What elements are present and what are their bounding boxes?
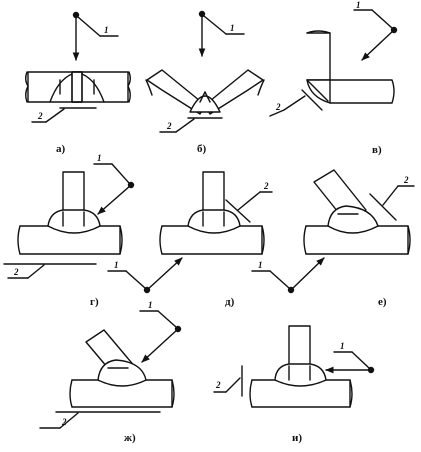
leader-1: 1 xyxy=(333,341,370,369)
flux-arrow xyxy=(72,11,80,61)
backing-2: 2 xyxy=(159,117,223,133)
angle-joint xyxy=(145,69,265,115)
shared-flux-label-de: 1 xyxy=(251,257,325,294)
backing-2: 2 xyxy=(39,411,161,429)
weld-pool xyxy=(47,209,101,234)
weld-pool xyxy=(97,359,147,387)
panel-b: 1 2 б) xyxy=(145,10,265,155)
label-1: 1 xyxy=(148,300,153,310)
flux-arrow xyxy=(325,366,375,374)
leader-1: 1 xyxy=(93,153,130,184)
weld-pool xyxy=(187,209,241,234)
label-1: 1 xyxy=(356,0,361,10)
caption-a: а) xyxy=(56,143,66,155)
leader-1: 1 xyxy=(353,0,393,29)
backing-2: 2 xyxy=(3,263,97,279)
backing-2: 2 xyxy=(369,175,415,221)
label-1: 1 xyxy=(97,153,102,163)
caption-b: б) xyxy=(197,143,207,155)
weld-pool xyxy=(274,363,327,387)
panel-d: 2 д) xyxy=(159,171,273,308)
panel-g: 1 2 г) xyxy=(3,153,135,308)
label-2: 2 xyxy=(166,121,172,131)
caption-e: е) xyxy=(378,296,387,308)
panel-i: 2 1 и) xyxy=(213,325,375,444)
label-2: 2 xyxy=(215,380,221,390)
label-2: 2 xyxy=(275,102,281,112)
backing-2: 2 xyxy=(213,365,243,397)
caption-g: г) xyxy=(90,296,99,308)
panel-v: 2 1 в) xyxy=(269,0,398,156)
caption-zh: ж) xyxy=(124,432,136,444)
label-2: 2 xyxy=(13,267,19,277)
caption-v: в) xyxy=(372,144,382,156)
panel-e: 2 е) xyxy=(303,169,415,308)
label-1: 1 xyxy=(114,260,119,270)
weld-pool xyxy=(327,205,379,234)
label-2: 2 xyxy=(263,181,269,191)
leader-1: 1 xyxy=(139,300,177,328)
label-2: 2 xyxy=(403,175,409,185)
fillet-weld xyxy=(306,79,331,104)
label-1: 1 xyxy=(104,25,109,35)
flux-arrow xyxy=(97,181,135,215)
tee-joint xyxy=(25,71,131,103)
leader-1: 1 xyxy=(77,16,119,37)
leader-1: 1 xyxy=(203,15,245,35)
panel-a: 1 2 а) xyxy=(25,11,131,155)
label-2: 2 xyxy=(61,417,67,427)
backing-2: 2 xyxy=(225,181,273,223)
label-1: 1 xyxy=(340,341,345,351)
vertical-plate xyxy=(306,30,331,81)
caption-i: и) xyxy=(292,432,302,444)
panel-zh: 1 2 ж) xyxy=(39,300,182,444)
backing-2: 2 xyxy=(31,107,97,123)
label-1: 1 xyxy=(230,23,235,33)
flux-arrow xyxy=(198,10,206,57)
label-2: 2 xyxy=(37,111,43,121)
flux-arrow xyxy=(361,26,398,61)
backing-2: 2 xyxy=(269,89,323,117)
flux-arrow xyxy=(141,325,182,363)
shared-flux-label-gd: 1 xyxy=(107,257,183,294)
horizontal-plate xyxy=(329,79,395,104)
caption-d: д) xyxy=(225,296,235,308)
inclined-plate xyxy=(313,169,367,223)
label-1: 1 xyxy=(258,260,263,270)
